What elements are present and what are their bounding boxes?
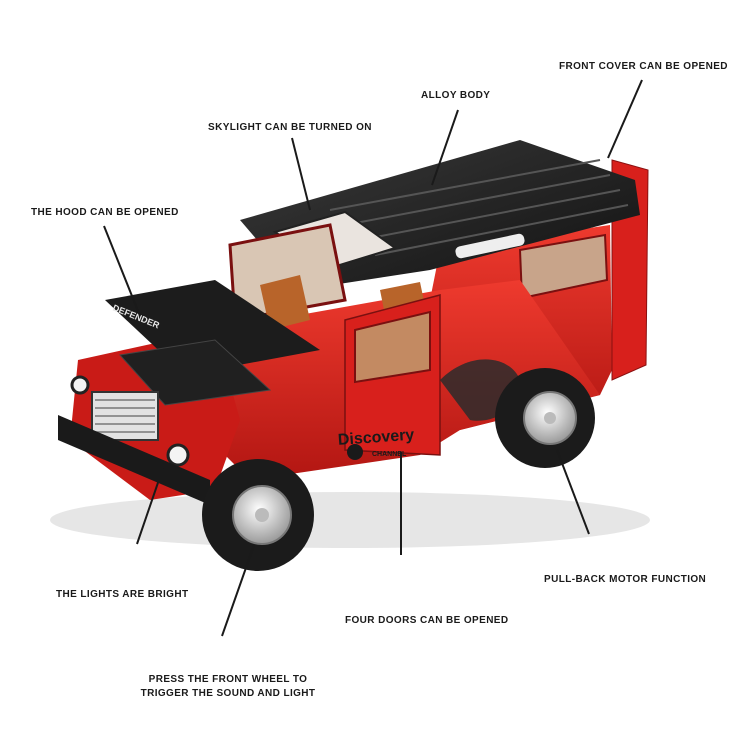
rear-wheel-cap [544,412,556,424]
front-door-window [354,310,431,384]
label-lights: THE LIGHTS ARE BRIGHT [56,589,189,600]
front-wheel-cap [255,508,269,522]
leader-pull-back [556,449,590,535]
leader-lights [136,467,164,545]
right-headlight [166,443,190,467]
leader-front-wheel [221,544,255,637]
engine-bay [119,339,272,406]
label-alloy-body: ALLOY BODY [421,90,491,101]
door-logo-globe [347,444,363,460]
label-front-wheel-line1: PRESS THE FRONT WHEEL TO [148,674,308,685]
label-pull-back: PULL-BACK MOTOR FUNCTION [544,574,707,585]
leader-alloy-body [431,109,459,186]
door-sub-text: CHANNEL [372,451,407,458]
leader-skylight [291,137,311,211]
label-front-wheel-line2: TRIGGER THE SOUND AND LIGHT [140,688,316,699]
roof-light-bar [455,233,525,259]
hood-open [105,280,320,375]
label-four-doors: FOUR DOORS CAN BE OPENED [345,615,509,626]
door-logo-text: Discovery [337,427,415,449]
ground-shadow [50,492,650,548]
label-skylight: SKYLIGHT CAN BE TURNED ON [208,122,372,133]
leader-hood [103,225,141,317]
label-hood: THE HOOD CAN BE OPENED [31,207,179,218]
label-front-cover: FRONT COVER CAN BE OPENED [559,61,728,72]
roof-ribs [329,159,629,256]
front-bumper [58,415,210,505]
leader-front-cover [607,79,643,159]
grille-slats [95,399,155,433]
left-headlight [70,375,90,395]
